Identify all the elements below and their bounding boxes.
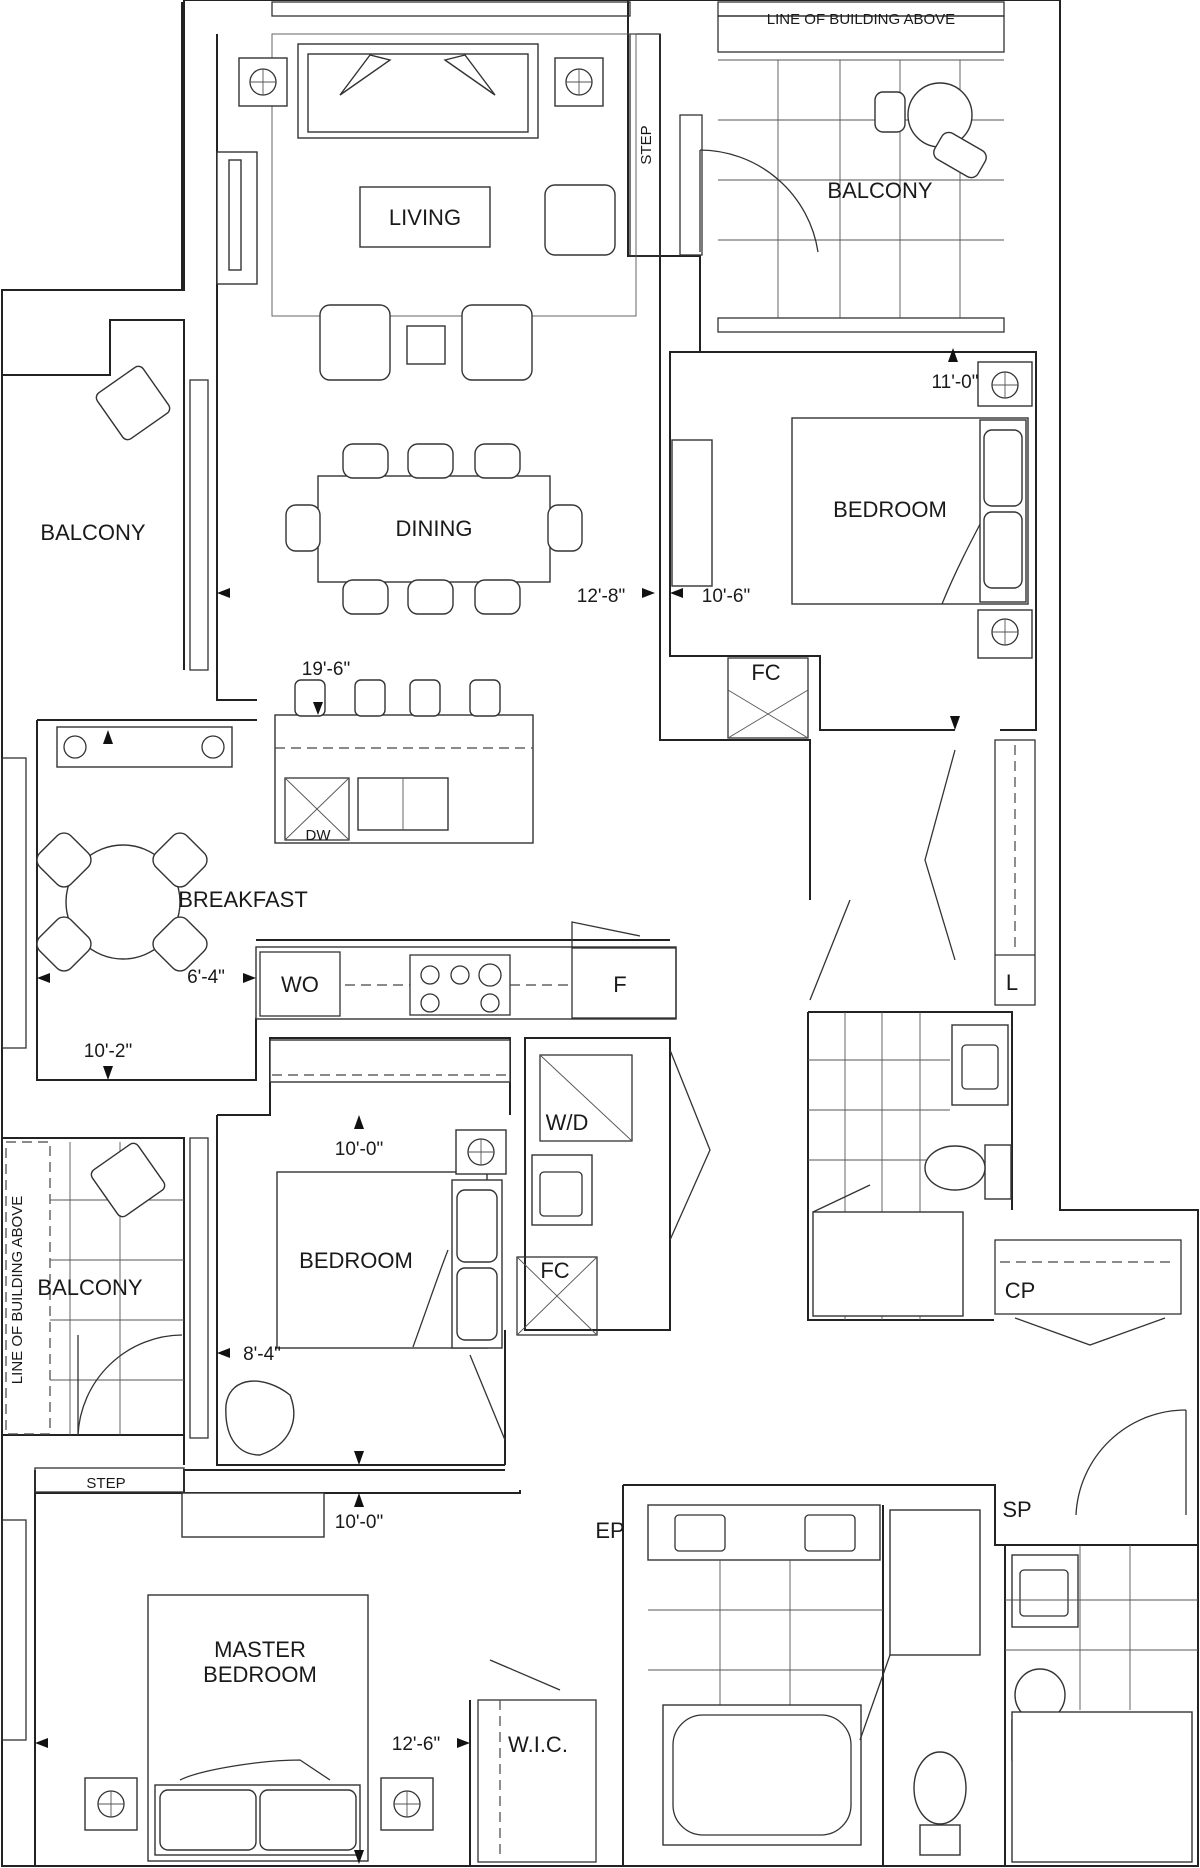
laundry <box>516 1049 711 1336</box>
kitchen-island <box>274 679 534 844</box>
dim-bed-ne-width: 11'-0" <box>932 372 979 393</box>
dim-bed-mid-depth: 8'-4" <box>243 1344 281 1365</box>
walk-in-closet <box>477 1659 597 1863</box>
living-furniture <box>216 33 637 381</box>
bedroom-ne-furniture <box>671 361 1033 659</box>
note-line-building-side: LINE OF BUILDING ABOVE <box>9 1196 26 1384</box>
dim-breakfast-depth: 10'-2" <box>84 1041 132 1062</box>
entry-door <box>1075 1409 1187 1516</box>
room-label-master-line2: BEDROOM <box>203 1662 317 1687</box>
coat-closet <box>994 1239 1182 1346</box>
dimension-arrows <box>35 348 960 1864</box>
room-label-breakfast: BREAKFAST <box>178 887 308 912</box>
room-label-master-line1: MASTER <box>214 1637 306 1662</box>
dim-bed-mid-width: 10'-0" <box>335 1139 383 1160</box>
master-furniture <box>84 1492 434 1862</box>
dining-furniture <box>285 443 583 615</box>
balcony-w <box>95 365 171 441</box>
fixture-label-ep: EP <box>595 1518 624 1543</box>
fixture-label-cp: CP <box>1005 1278 1036 1303</box>
bedroom-mid-furniture <box>225 1039 511 1456</box>
fixture-label-fc-mid: FC <box>540 1258 569 1283</box>
dim-kitchen: 19'-6" <box>302 659 350 680</box>
fixture-label-fc-ne: FC <box>751 660 780 685</box>
dim-living-depth: 12'-8" <box>577 586 625 607</box>
dim-master-depth: 12'-6" <box>392 1734 440 1755</box>
fixture-label-linen: L <box>1006 970 1018 995</box>
room-label-bedroom-ne: BEDROOM <box>833 497 947 522</box>
balcony-ne <box>679 15 1005 318</box>
room-label-balcony-w: BALCONY <box>40 520 145 545</box>
room-label-wic: W.I.C. <box>508 1732 568 1757</box>
kitchen-counter <box>255 921 677 1020</box>
fixture-label-fridge: F <box>613 972 626 997</box>
room-label-bedroom-mid: BEDROOM <box>299 1248 413 1273</box>
room-label-dining: DINING <box>396 516 473 541</box>
hall-closets <box>809 739 1036 1006</box>
balcony-sw <box>5 1141 185 1493</box>
breakfast-furniture <box>36 726 233 972</box>
fixture-label-dw: DW <box>306 827 332 844</box>
powder-room <box>1005 1545 1198 1863</box>
note-line-building-top: LINE OF BUILDING ABOVE <box>767 11 955 28</box>
dim-master-width: 10'-0" <box>335 1512 383 1533</box>
room-label-balcony-ne: BALCONY <box>827 178 932 203</box>
dim-breakfast-width: 6'-4" <box>187 967 225 988</box>
room-label-living: LIVING <box>389 205 461 230</box>
fixture-label-sp: SP <box>1002 1497 1031 1522</box>
note-step-top: STEP <box>638 125 655 164</box>
step-strip-top <box>629 33 661 257</box>
hall-bathroom <box>808 1012 1012 1320</box>
ensuite-bathroom <box>647 1504 981 1856</box>
room-label-balcony-sw: BALCONY <box>37 1275 142 1300</box>
note-step-bottom: STEP <box>86 1475 125 1492</box>
dim-bed-ne-depth: 10'-6" <box>702 586 750 607</box>
fixture-label-wd: W/D <box>546 1110 589 1135</box>
fixture-label-wo: WO <box>281 972 319 997</box>
furnace-closet-ne <box>727 657 809 739</box>
